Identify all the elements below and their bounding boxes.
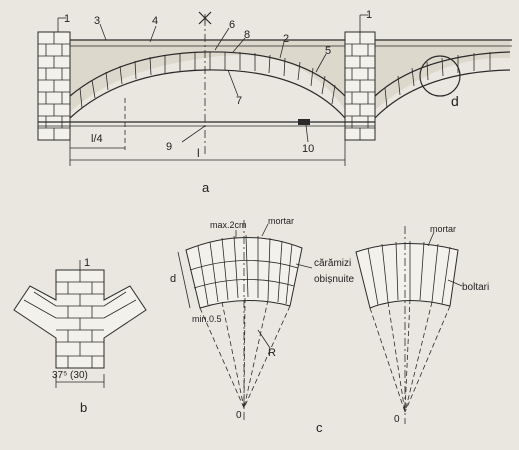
thickness-label: d (170, 273, 176, 285)
callout-4: 4 (152, 15, 158, 27)
callout-3: 3 (94, 15, 100, 27)
callout-1-right: 1 (366, 9, 372, 21)
mortar-label-left: mortar (268, 216, 294, 226)
caption-c: c (316, 420, 323, 435)
radius-leader (257, 329, 271, 349)
callout-b-1: 1 (84, 257, 90, 269)
figure-b: 1 37⁵ (30) b (13, 257, 147, 415)
callout-8: 8 (244, 29, 250, 41)
figure-c-right: mortar boltari 0 (355, 224, 489, 425)
caption-a: a (202, 180, 210, 195)
ordinary-bricks-label-2: obișnuite (314, 274, 354, 285)
second-arch-joints (384, 52, 491, 109)
pier-width-label: 37⁵ (30) (52, 370, 88, 381)
callout-10: 10 (302, 143, 314, 155)
max-joint-label: max.2cm (210, 220, 247, 230)
middle-pier-courses (345, 32, 375, 140)
arch-fill-right (375, 40, 510, 110)
detail-label-d: d (451, 93, 459, 109)
callout-7: 7 (236, 95, 242, 107)
mortar-leader-left (261, 223, 269, 237)
mortar-label-right: mortar (430, 224, 456, 234)
left-radial-lines (199, 297, 291, 409)
min-joint-label: min.0.5 (192, 314, 222, 324)
leader-10 (305, 124, 309, 143)
callout-6: 6 (229, 19, 235, 31)
callout-5: 5 (325, 45, 331, 57)
span-label: l (197, 146, 200, 160)
wedge-leader (447, 279, 463, 287)
mortar-leader-right (427, 231, 435, 247)
ordinary-bricks-label-1: cărămizi (314, 258, 351, 269)
left-pier-courses (38, 32, 70, 140)
figure-c-left: max.2cm mortar cărămizi obișnuite d min.… (170, 216, 354, 435)
wedge-brick-joints (367, 241, 451, 306)
callout-1-left: 1 (64, 13, 70, 25)
arch-fill-left (70, 40, 345, 112)
quarter-span-label: l/4 (91, 133, 103, 145)
callout-9: 9 (166, 141, 172, 153)
detail-circle (419, 55, 461, 97)
wedge-bricks-label: boltari (462, 282, 489, 293)
figure-a: 1 3 4 6 8 2 5 1 7 9 10 d l/4 l a (37, 9, 512, 195)
ordinary-brick-joints (189, 234, 299, 306)
thickness-dim (177, 251, 191, 309)
left-center-label: 0 (236, 410, 242, 421)
right-radial-lines (369, 298, 451, 413)
pier-cross-courses (23, 270, 137, 368)
tie-rod-turnbuckle (298, 119, 310, 125)
callout-2: 2 (283, 33, 289, 45)
arch-voussoir-joints (79, 52, 336, 109)
bricks-leader (295, 263, 313, 269)
right-center-label: 0 (394, 414, 400, 425)
radius-label: R (268, 347, 276, 359)
caption-b: b (80, 400, 87, 415)
leader-lines-a (57, 14, 368, 143)
second-arch-intrados (374, 69, 511, 119)
